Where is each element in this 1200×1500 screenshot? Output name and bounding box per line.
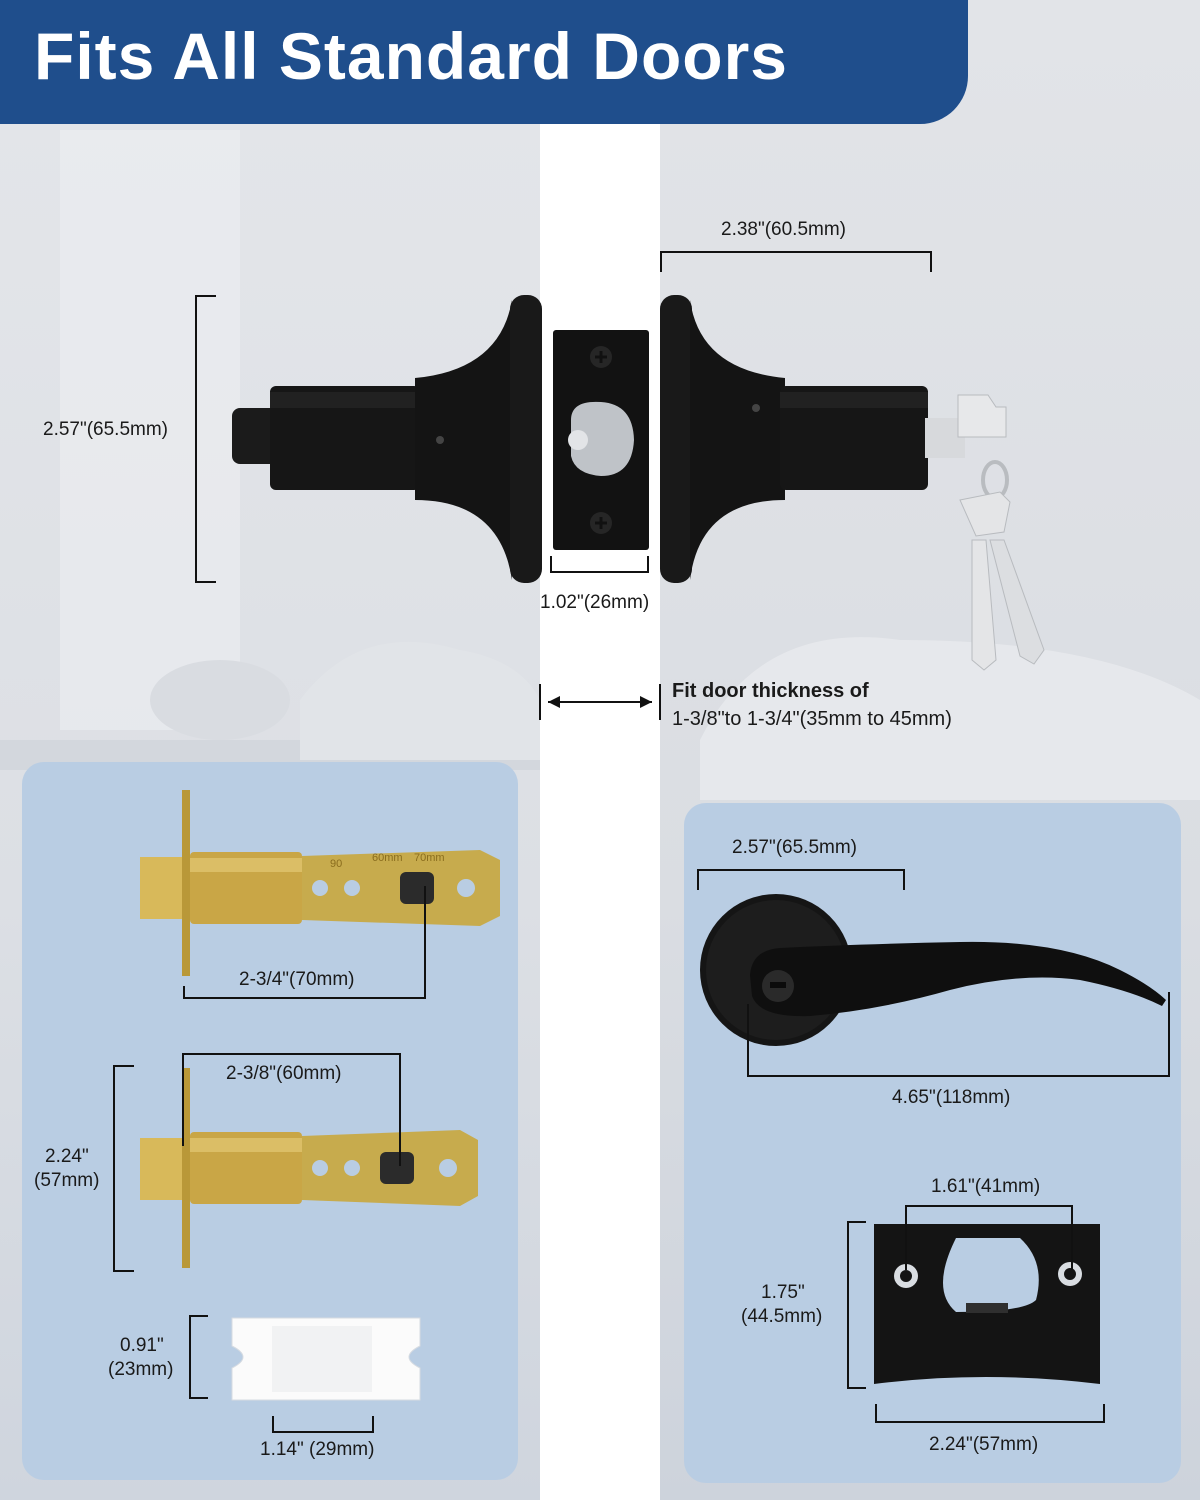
room-decor-icon — [0, 660, 540, 770]
rose-diameter-label: 2.57"(65.5mm) — [732, 837, 858, 858]
latch-mark-70mm: 70mm — [414, 852, 445, 864]
latch-height-label-2: (57mm) — [34, 1170, 100, 1191]
latch-mark-90: 90 — [330, 858, 343, 870]
lock-dimension-lines — [195, 251, 932, 720]
door-thickness-range: 1-3/8"to 1-3/4"(35mm to 45mm) — [672, 708, 952, 730]
latch-mark-60mm: 60mm — [372, 852, 403, 864]
door-thickness-title: Fit door thickness of — [672, 680, 869, 702]
header-banner — [0, 0, 968, 124]
latch-height-label-1: 2.24" — [45, 1146, 89, 1167]
pad-width-label: 1.14" (29mm) — [260, 1439, 375, 1460]
page-title: Fits All Standard Doors — [34, 19, 788, 93]
faceplate-width-label: 1.02"(26mm) — [540, 592, 650, 613]
strike-holes-label: 1.61"(41mm) — [931, 1176, 1041, 1197]
strike-height-label-1: 1.75" — [761, 1282, 805, 1303]
lock-height-label: 2.57"(65.5mm) — [43, 419, 169, 440]
lock-length-label: 2.38"(60.5mm) — [721, 219, 847, 240]
lever-length-label: 4.65"(118mm) — [892, 1087, 1011, 1108]
latch-70-label: 2-3/4"(70mm) — [239, 969, 355, 990]
lock-body-icon — [232, 295, 928, 583]
strike-width-label: 2.24"(57mm) — [929, 1434, 1039, 1455]
latch-60-label: 2-3/8"(60mm) — [226, 1063, 342, 1084]
key-icon — [925, 394, 1045, 671]
strike-height-label-2: (44.5mm) — [741, 1306, 823, 1327]
pad-height-label-1: 0.91" — [120, 1335, 164, 1356]
door-edge — [540, 0, 660, 1500]
pad-height-label-2: (23mm) — [108, 1359, 174, 1380]
